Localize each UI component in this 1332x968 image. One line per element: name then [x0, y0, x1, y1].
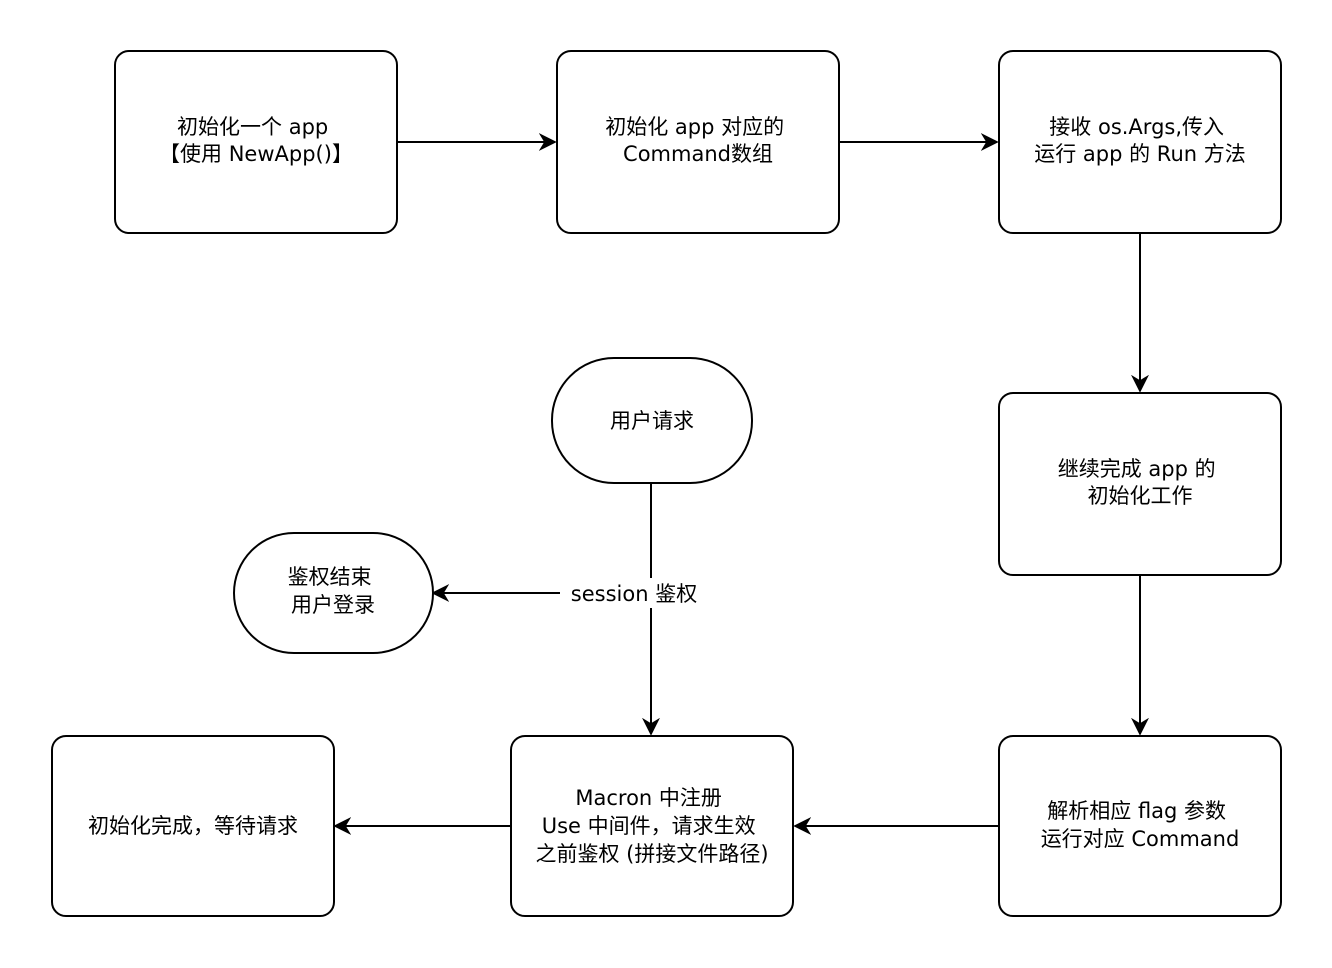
- session-auth-label-bg: [560, 578, 710, 608]
- node-macron-line-3: 之前鉴权 (拼接文件路径): [535, 842, 768, 866]
- node-init-app: 初始化一个 app 【使用 NewApp()】: [114, 50, 398, 234]
- svg-text:用户请求: 用户请求: [610, 409, 694, 433]
- node-user-request-line-1: 用户请求: [610, 409, 694, 433]
- node-continue-init: 继续完成 app 的 初始化工作: [998, 392, 1282, 576]
- svg-text:初始化完成，等待请求: 初始化完成，等待请求: [88, 814, 298, 838]
- svg-text:继续完成 app 的 初始化工作: 继续完成 app 的 初始化工作: [1058, 457, 1223, 508]
- node-init-commands-line-1: 初始化 app 对应的: [605, 115, 784, 139]
- node-parse-flags: 解析相应 flag 参数 运行对应 Command: [998, 735, 1282, 917]
- node-user-request: 用户请求: [551, 357, 753, 484]
- node-parse-flags-line-2: 运行对应 Command: [1041, 827, 1240, 851]
- node-auth-end: 鉴权结束 用户登录: [233, 532, 434, 654]
- svg-text:初始化 app 对应的 Command数组: 初始化 app 对应的 Command数组: [605, 115, 791, 166]
- node-init-commands-line-2: Command数组: [623, 142, 773, 166]
- node-receive-args: 接收 os.Args,传入 运行 app 的 Run 方法: [998, 50, 1282, 234]
- node-init-done: 初始化完成，等待请求: [51, 735, 335, 917]
- svg-text:Macron 中注册 Use 中间件，请求生效: Macron 中注册 Use 中间件，请求生效 之前鉴权 (拼接文件路径): [535, 786, 768, 866]
- node-macron-register: Macron 中注册 Use 中间件，请求生效 之前鉴权 (拼接文件路径): [510, 735, 794, 917]
- svg-text:初始化一个 app 【使用 NewApp()】: 初始化一个 app 【使用 NewApp()】: [159, 115, 353, 166]
- svg-text:解析相应 flag 参数 运行对应 Comman: 解析相应 flag 参数 运行对应 Command: [1041, 799, 1240, 851]
- svg-text:鉴权结束 用户登录: 鉴权结束 用户登录: [288, 565, 379, 617]
- node-init-app-line-1: 初始化一个 app: [177, 115, 328, 139]
- node-receive-args-line-2: 运行 app 的 Run 方法: [1034, 142, 1246, 166]
- session-auth-label: session 鉴权: [571, 582, 697, 606]
- node-receive-args-line-1: 接收 os.Args,传入: [1049, 115, 1224, 139]
- node-auth-end-line-1: 鉴权结束: [288, 565, 372, 589]
- node-macron-line-1: Macron 中注册: [575, 786, 722, 810]
- node-auth-end-line-2: 用户登录: [291, 593, 375, 617]
- node-continue-init-line-2: 初始化工作: [1088, 484, 1193, 508]
- node-parse-flags-line-1: 解析相应 flag 参数: [1047, 799, 1226, 823]
- node-init-done-line-1: 初始化完成，等待请求: [88, 814, 298, 838]
- node-init-commands: 初始化 app 对应的 Command数组: [556, 50, 840, 234]
- svg-text:接收 os.Args,传入 运行 app 的 R: 接收 os.Args,传入 运行 app 的 Run 方法: [1034, 115, 1246, 166]
- node-continue-init-line-1: 继续完成 app 的: [1058, 457, 1216, 481]
- node-init-app-line-2: 【使用 NewApp()】: [159, 142, 353, 166]
- node-macron-line-2: Use 中间件，请求生效: [542, 814, 756, 838]
